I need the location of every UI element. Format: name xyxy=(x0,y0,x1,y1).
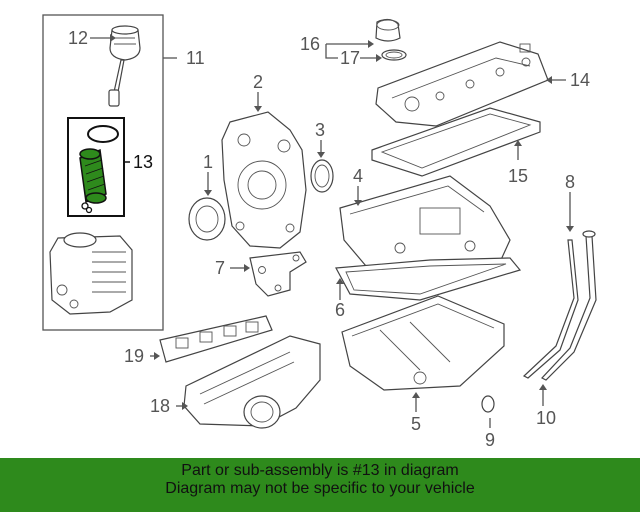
dipstick-seal-part xyxy=(481,395,495,413)
callout-15: 15 xyxy=(508,166,528,186)
crank-seal-part xyxy=(188,197,226,241)
filter-element-part xyxy=(79,125,119,214)
oring-part xyxy=(310,159,334,193)
bracket-part xyxy=(249,251,307,297)
callout-19: 19 xyxy=(124,346,144,366)
callout-18: 18 xyxy=(150,396,170,416)
filter-housing-part xyxy=(49,232,133,315)
callout-9: 9 xyxy=(485,430,495,450)
filter-assembly-box xyxy=(42,14,164,331)
valve-gasket-part xyxy=(371,107,541,177)
callout-17: 17 xyxy=(340,48,360,68)
valve-cover-part xyxy=(375,41,549,127)
callout-3: 3 xyxy=(315,120,325,140)
callout-5: 5 xyxy=(411,414,421,434)
filter-element-box xyxy=(67,117,125,217)
callout-6: 6 xyxy=(335,300,345,320)
callout-12: 12 xyxy=(68,28,88,48)
callout-16: 16 xyxy=(300,34,320,54)
callout-1: 1 xyxy=(203,152,213,172)
intake-manifold-part xyxy=(183,335,321,429)
timing-cover-part xyxy=(221,111,307,249)
info-banner: Part or sub-assembly is #13 in diagram D… xyxy=(0,458,640,512)
callout-4: 4 xyxy=(353,166,363,186)
lower-oil-pan-part xyxy=(341,295,505,391)
banner-line-1: Part or sub-assembly is #13 in diagram xyxy=(181,462,459,479)
parts-diagram: 1 2 3 4 5 6 7 8 9 10 11 12 13 14 15 16 1… xyxy=(42,14,597,450)
filter-cap-part xyxy=(108,25,141,107)
intake-gasket-part xyxy=(159,315,273,363)
callout-13: 13 xyxy=(133,152,153,172)
callout-7: 7 xyxy=(215,258,225,278)
callout-11: 11 xyxy=(186,48,205,68)
filler-seal-part xyxy=(381,49,407,61)
banner-line-2: Diagram may not be specific to your vehi… xyxy=(165,480,475,497)
filler-cap-part xyxy=(375,18,401,42)
dipstick-tube-part xyxy=(522,230,597,381)
callout-2: 2 xyxy=(253,72,263,92)
callout-10: 10 xyxy=(536,408,556,428)
oil-pan-gasket-part xyxy=(335,257,522,301)
callout-8: 8 xyxy=(565,172,575,192)
callout-14: 14 xyxy=(570,70,590,90)
